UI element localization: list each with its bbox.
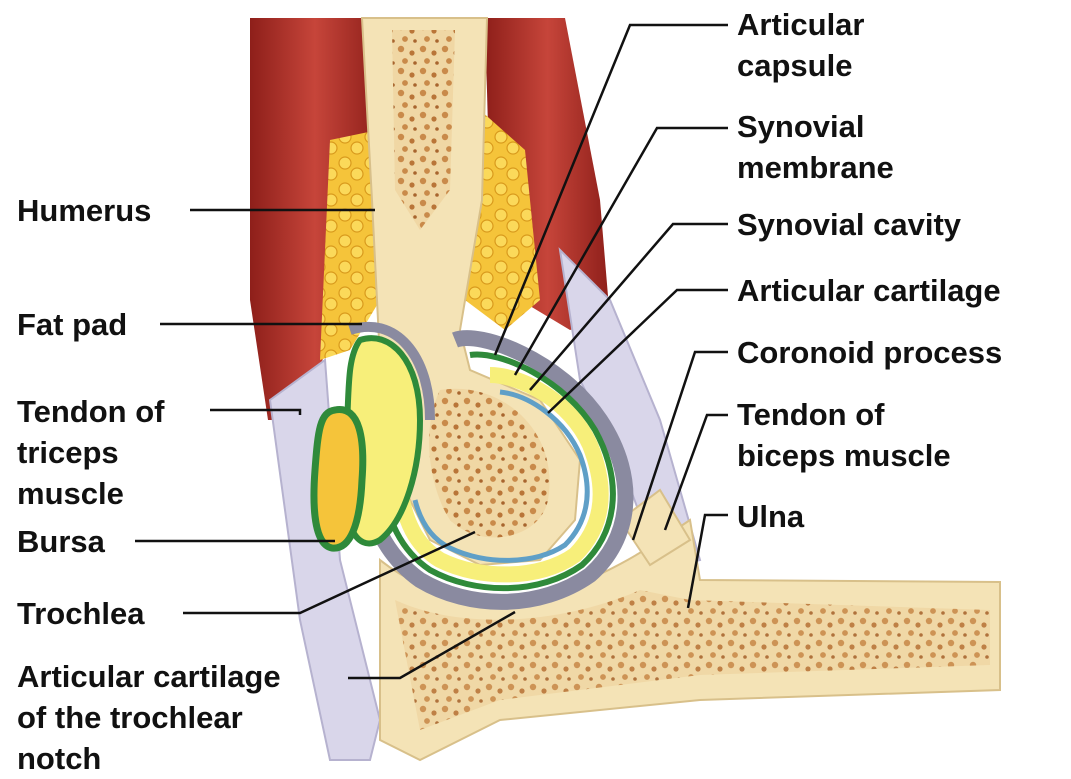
label-tendon-biceps-line-2: biceps muscle (737, 435, 951, 476)
label-synovial-membrane-line-2: membrane (737, 147, 894, 188)
label-humerus: Humerus (17, 190, 151, 231)
label-tendon-biceps: Tendon of biceps muscle (737, 394, 951, 476)
label-tendon-triceps-line-3: muscle (17, 473, 165, 514)
label-artic-notch-line-3: notch (17, 738, 281, 779)
label-artic-notch-line-1: Articular cartilage (17, 656, 281, 697)
label-synovial-cavity: Synovial cavity (737, 204, 961, 245)
label-synovial-membrane-line-1: Synovial (737, 106, 894, 147)
label-articular-capsule-line-1: Articular (737, 4, 864, 45)
label-synovial-membrane: Synovial membrane (737, 106, 894, 188)
label-bursa: Bursa (17, 521, 105, 562)
label-tendon-triceps: Tendon of triceps muscle (17, 391, 165, 514)
label-coronoid-process: Coronoid process (737, 332, 1002, 373)
label-articular-cartilage-trochlear-notch: Articular cartilage of the trochlear not… (17, 656, 281, 779)
label-tendon-biceps-line-1: Tendon of (737, 394, 951, 435)
label-articular-cartilage: Articular cartilage (737, 270, 1001, 311)
label-artic-notch-line-2: of the trochlear (17, 697, 281, 738)
bursa-sac (314, 410, 363, 549)
label-articular-capsule: Articular capsule (737, 4, 864, 86)
label-ulna: Ulna (737, 496, 804, 537)
label-tendon-triceps-line-2: triceps (17, 432, 165, 473)
label-trochlea: Trochlea (17, 593, 145, 634)
label-tendon-triceps-line-1: Tendon of (17, 391, 165, 432)
label-fat-pad: Fat pad (17, 304, 127, 345)
label-articular-capsule-line-2: capsule (737, 45, 864, 86)
